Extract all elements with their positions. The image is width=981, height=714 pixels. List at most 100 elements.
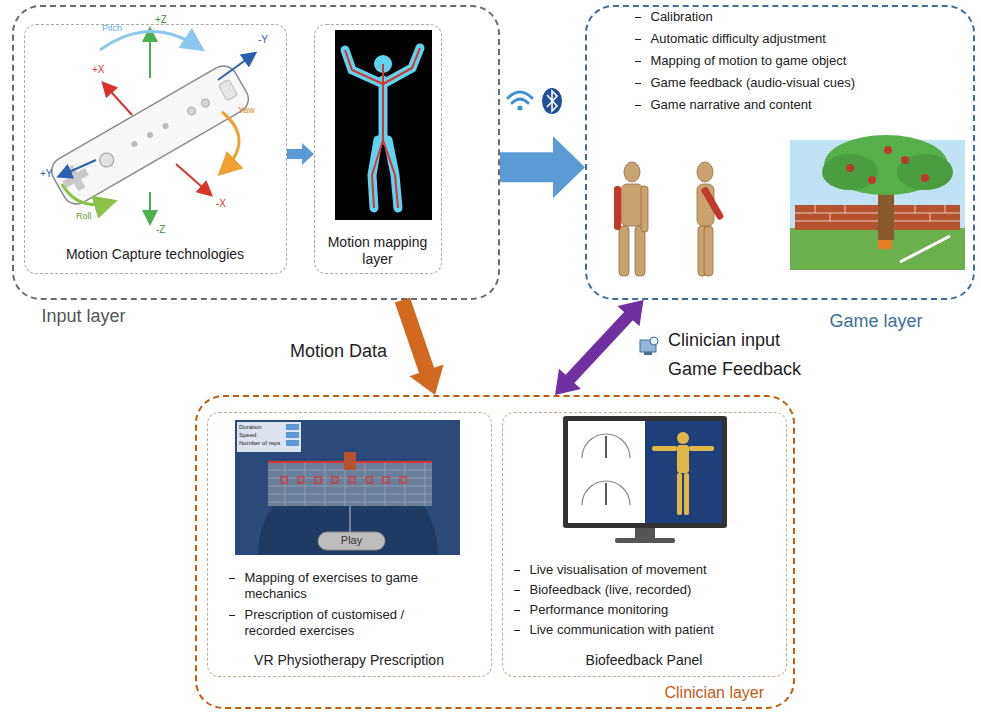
node-title: VR Physiotherapy Prescription <box>207 652 492 670</box>
illustration-shape <box>645 421 722 523</box>
illustration-shape <box>149 30 151 78</box>
illustration-shape <box>518 106 523 111</box>
illustration-shape <box>652 446 677 451</box>
field-label: Speed <box>239 432 256 439</box>
illustration-shape <box>400 477 406 483</box>
illustration-shape <box>846 146 929 184</box>
illustration-shape <box>60 160 96 176</box>
layer-box: Input layerMotion Capture technologiesMo… <box>12 5 500 300</box>
axis-label: Roll <box>76 212 92 222</box>
illustration-shape <box>268 502 432 503</box>
illustration-shape <box>614 186 621 230</box>
illustration-shape <box>563 416 727 528</box>
button-label: Play <box>318 534 385 546</box>
illustration-shape <box>830 213 831 221</box>
illustration-shape <box>268 494 432 495</box>
illustration-shape <box>900 236 950 262</box>
illustration-shape <box>349 477 355 483</box>
bullet-item: Performance monitoring <box>530 602 780 618</box>
illustration-shape <box>795 205 960 230</box>
bullet-item: Automatic difficulty adjustment <box>651 31 951 47</box>
illustration-shape <box>619 226 629 276</box>
bullet-dash <box>635 39 641 40</box>
bullet-item: Game feedback (audio-visual cues) <box>651 75 951 91</box>
illustration-shape <box>325 462 326 506</box>
component-box: Motion mapping layer <box>314 24 442 274</box>
illustration-shape <box>795 205 960 221</box>
node-title: Game layer <box>830 310 970 333</box>
illustration-shape <box>582 434 630 505</box>
wiimote <box>47 61 254 209</box>
illustration-shape <box>568 421 722 523</box>
flow-arrow <box>287 143 314 165</box>
bullet-dash <box>514 570 520 571</box>
illustration-shape <box>619 162 714 276</box>
axis-label: Pitch <box>102 24 122 34</box>
illustration-shape <box>235 420 460 555</box>
illustration-shape <box>176 164 210 194</box>
illustration-shape <box>237 422 301 452</box>
illustration-shape <box>104 84 132 115</box>
illustration-shape <box>345 48 420 208</box>
flow-arrow <box>395 297 444 395</box>
illustration-shape <box>332 477 338 483</box>
double-arrow <box>555 300 644 395</box>
illustration-shape <box>822 154 878 190</box>
illustration-shape <box>635 528 655 538</box>
illustration-shape <box>644 352 652 355</box>
illustration-shape <box>149 192 151 222</box>
illustration-shape <box>547 91 557 111</box>
illustration-shape <box>582 481 630 505</box>
illustration-shape <box>186 106 197 117</box>
illustration-shape <box>684 473 689 515</box>
field-label: Duration <box>239 424 262 431</box>
axis-label: -Y <box>258 34 268 45</box>
illustration-shape <box>921 174 929 182</box>
illustration-shape <box>268 486 432 487</box>
illustration-shape <box>868 176 876 184</box>
illustration-shape <box>218 54 254 80</box>
bullet-dash <box>229 615 235 616</box>
illustration-shape <box>915 205 916 213</box>
illustration-shape <box>945 205 946 213</box>
edge-label: Motion Data <box>290 340 420 363</box>
illustration-shape <box>344 452 356 470</box>
layer-box: CalibrationAutomatic difficulty adjustme… <box>585 5 975 300</box>
illustration-shape <box>62 184 112 205</box>
bullet-item: Mapping of motion to game object <box>651 53 951 69</box>
illustration-shape <box>795 213 960 214</box>
illustration-shape <box>298 477 304 483</box>
illustration-shape <box>641 186 648 232</box>
illustration-shape <box>677 445 689 473</box>
illustration-shape <box>700 186 724 221</box>
axis-label: -X <box>216 198 226 209</box>
illustration-shape <box>97 150 116 169</box>
data-icon <box>640 337 658 355</box>
node-title: Input layer <box>42 305 242 328</box>
node-title: Biofeedback Panel <box>502 652 787 670</box>
illustration-shape <box>385 462 386 506</box>
axis-label: +Z <box>155 14 167 25</box>
illustration-shape <box>286 432 299 438</box>
illustration-shape <box>268 478 432 479</box>
bullet-dash <box>514 590 520 591</box>
illustration-shape <box>795 221 960 222</box>
illustration-shape <box>582 434 630 458</box>
illustration-shape <box>315 477 321 483</box>
node-title: Motion Capture technologies <box>24 246 287 264</box>
illustration-shape <box>286 440 299 446</box>
layer-box: Clinician layerMapping of exercises to g… <box>195 395 795 709</box>
axis-label: -Z <box>156 224 165 235</box>
illustration-shape <box>930 213 931 221</box>
illustration-shape <box>318 532 385 550</box>
illustration-shape <box>405 462 406 506</box>
bullet-item: Live visualisation of movement <box>530 562 780 578</box>
axis-label: +Y <box>40 168 53 179</box>
illustration-shape <box>615 538 675 543</box>
illustration-shape <box>305 462 306 506</box>
illustration-shape <box>605 436 607 458</box>
illustration-shape <box>815 205 816 213</box>
illustration-shape <box>605 483 607 505</box>
bullet-dash <box>635 61 641 62</box>
